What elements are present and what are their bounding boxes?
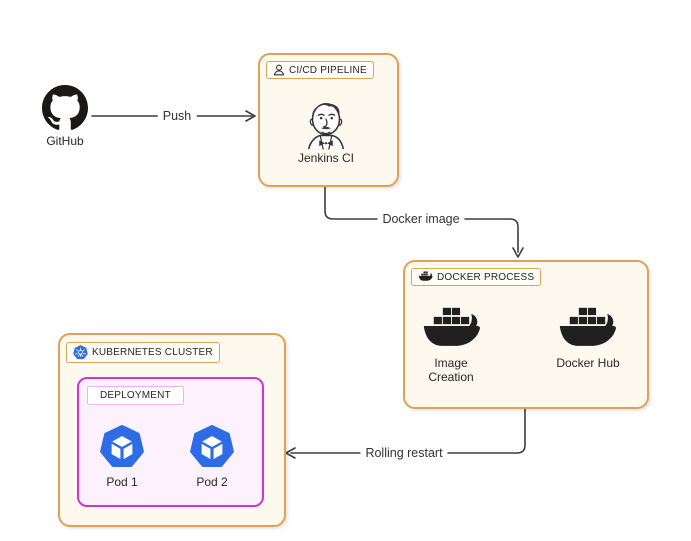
push-edge-label: Push [157,109,197,123]
cicd-pipeline-title: CI/CD PIPELINE [289,64,367,76]
jenkins-label: Jenkins CI [297,151,355,165]
cicd-pipeline-chip: CI/CD PIPELINE [266,61,374,79]
pod2-label: Pod 2 [196,475,228,489]
edge-docker-image-arrowhead [512,247,524,258]
github-octocat-icon[interactable] [42,85,88,131]
jenkins-butler-icon[interactable] [302,96,350,150]
developer-person-icon [273,64,285,76]
pod1-label: Pod 1 [106,475,138,489]
deployment-title: DEPLOYMENT [100,390,171,401]
docker-whale-icon [418,271,433,281]
image-creation-label: Image Creation [428,356,474,384]
edge-push-arrowhead [245,110,256,122]
docker-image-edge-label: Docker image [377,212,465,226]
docker-process-chip: DOCKER PROCESS [411,268,542,286]
docker-process-title: DOCKER PROCESS [437,271,535,283]
docker-hub-label: Docker Hub [556,356,620,370]
edge-rolling-restart-arrowhead [285,447,296,459]
rolling-restart-edge-label: Rolling restart [360,446,448,460]
docker-whale-icon[interactable] [557,306,617,355]
cicd-pipeline-box[interactable]: CI/CD PIPELINE [258,53,399,187]
docker-whale-icon[interactable] [421,306,481,355]
kubernetes-cluster-box[interactable]: KUBERNETES CLUSTER DEPLOYMENT [58,333,286,527]
kubernetes-cluster-chip: KUBERNETES CLUSTER [66,342,220,363]
kubernetes-wheel-icon [73,345,88,360]
github-label: GitHub [46,134,84,148]
kubernetes-pod-cube-icon[interactable] [190,425,234,469]
kubernetes-cluster-title: KUBERNETES CLUSTER [92,347,213,358]
deployment-chip: DEPLOYMENT [87,386,184,405]
kubernetes-pod-cube-icon[interactable] [100,425,144,469]
